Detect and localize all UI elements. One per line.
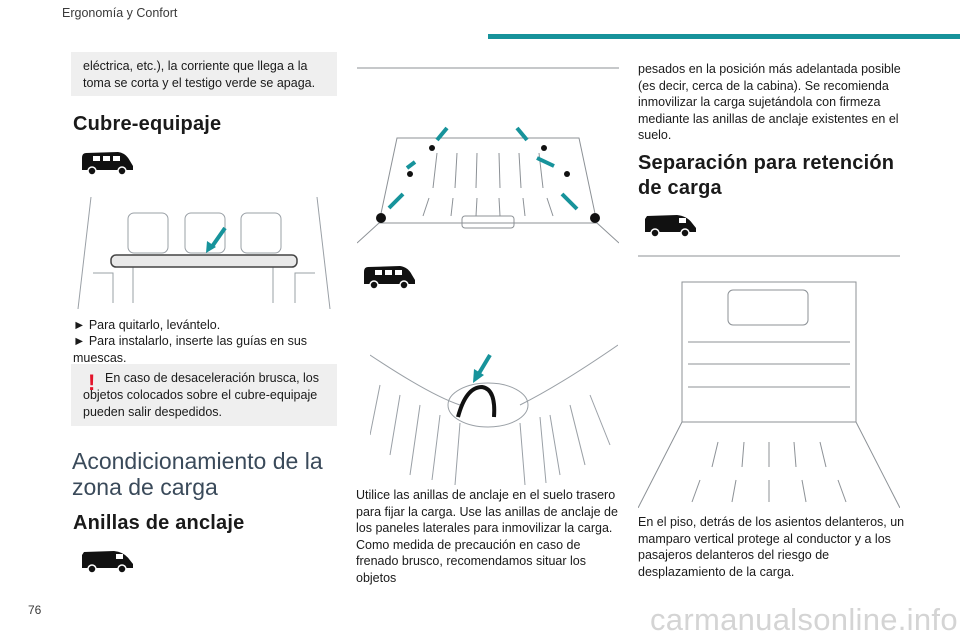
watermark: carmanualsonline.info [650,602,958,637]
col2-paragraph: Utilice las anillas de anclaje en el sue… [356,488,618,585]
van-icon [645,215,696,238]
info-note-text: eléctrica, etc.), la corriente que llega… [83,59,316,90]
cargo-separator-illustration [638,255,900,508]
van-icon [364,266,415,290]
separacion-title: Separación para retención de carga [638,152,895,199]
col3-paragraph-bottom: En el piso, detrás de los asientos delan… [638,515,905,579]
warning-text: En caso de desaceleración brusca, los ob… [83,371,320,419]
cargo-floor-anchors-illustration [357,67,619,244]
van-icon [82,152,133,176]
section-title: Acondicionamiento de la zona de carga [72,448,323,500]
warning-note: ! En caso de desaceleración brusca, los … [71,364,337,426]
col3-paragraph-top: pesados en la posición más adelantada po… [638,62,901,142]
info-note: eléctrica, etc.), la corriente que llega… [71,52,337,96]
step-install: ► Para instalarlo, inserte las guías en … [73,334,308,365]
warning-icon: ! [88,370,96,395]
luggage-cover-illustration [77,196,331,309]
step-remove: ► Para quitarlo, levántelo. [73,318,221,332]
cubre-equipaje-title: Cubre-equipaje [73,113,222,135]
header-accent-bar [488,34,960,39]
van-icon [82,551,133,574]
page-number: 76 [28,603,42,617]
header-title: Ergonomía y Confort [62,6,178,20]
anchor-ring-illustration [370,344,618,486]
anillas-title: Anillas de anclaje [73,512,245,534]
